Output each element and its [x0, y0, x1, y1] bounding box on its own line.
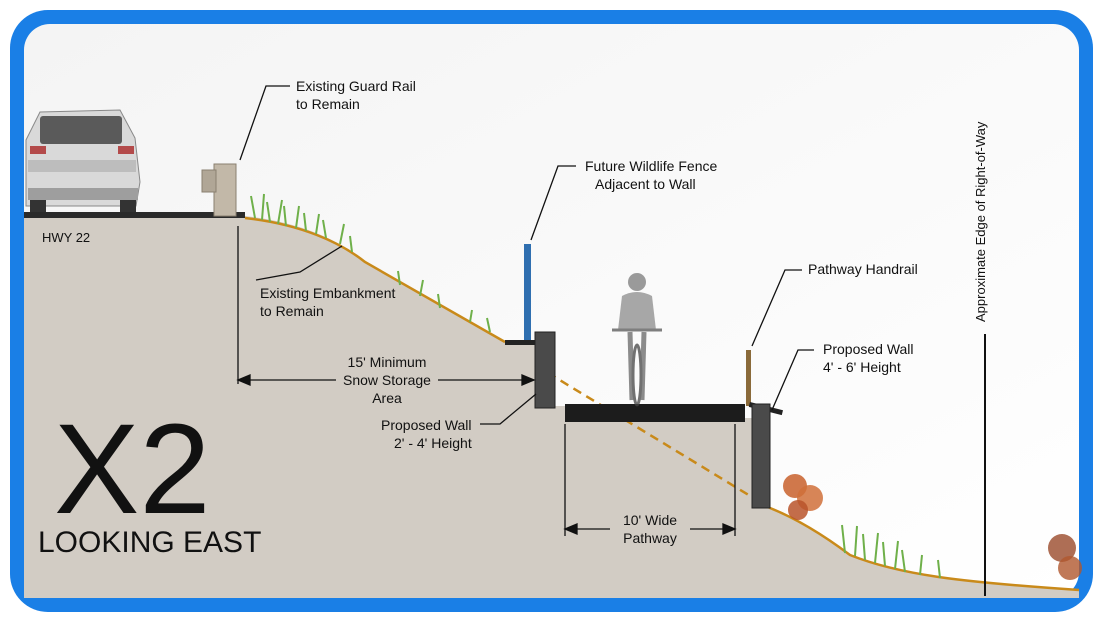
road-surface: [24, 212, 245, 218]
shrub-icon: [783, 474, 1082, 580]
pathway-slab: [565, 404, 745, 422]
wall-large-label-2: 4' - 6' Height: [823, 359, 901, 375]
snow-storage-label-1: 15' Minimum: [348, 354, 427, 370]
existing-grade-line: [244, 216, 506, 344]
pathway-width-label-2: Pathway: [623, 530, 677, 546]
snow-storage-dimension: [236, 226, 536, 386]
guard-rail-post-icon: [201, 163, 237, 217]
embankment-label-1: Existing Embankment: [260, 285, 396, 301]
view-direction: LOOKING EAST: [38, 526, 261, 559]
existing-grade-dashed: [534, 363, 771, 510]
section-id: X2: [54, 398, 211, 541]
wall-small-label-1: Proposed Wall: [381, 417, 472, 433]
wildlife-fence-label-2: Adjacent to Wall: [595, 176, 696, 192]
handrail-label: Pathway Handrail: [808, 261, 918, 277]
guard-rail-label-1: Existing Guard Rail: [296, 78, 416, 94]
snow-storage-label-2: Snow Storage: [343, 372, 431, 388]
road-label: HWY 22: [42, 230, 90, 245]
lower-grade-line: [769, 506, 1080, 592]
right-of-way-label: Approximate Edge of Right-of-Way: [973, 121, 988, 322]
wall-large-label-1: Proposed Wall: [823, 341, 914, 357]
car-icon: [25, 109, 141, 212]
wall-small-label-2: 2' - 4' Height: [394, 435, 472, 451]
wildlife-fence: [524, 244, 531, 342]
grass-vegetation: [250, 193, 941, 579]
cyclist-icon: [612, 273, 662, 407]
pathway-handrail: [746, 350, 751, 406]
proposed-wall-large: [751, 403, 771, 509]
guard-rail-label-2: to Remain: [296, 96, 360, 112]
wall-small-cap: [505, 340, 535, 345]
pathway-width-dimension: [563, 424, 737, 536]
leader-lines: [239, 85, 814, 425]
proposed-wall-small: [534, 331, 556, 409]
embankment-label-2: to Remain: [260, 303, 324, 319]
wildlife-fence-label-1: Future Wildlife Fence: [585, 158, 717, 174]
snow-storage-label-3: Area: [372, 390, 402, 406]
pathway-width-label-1: 10' Wide: [623, 512, 677, 528]
